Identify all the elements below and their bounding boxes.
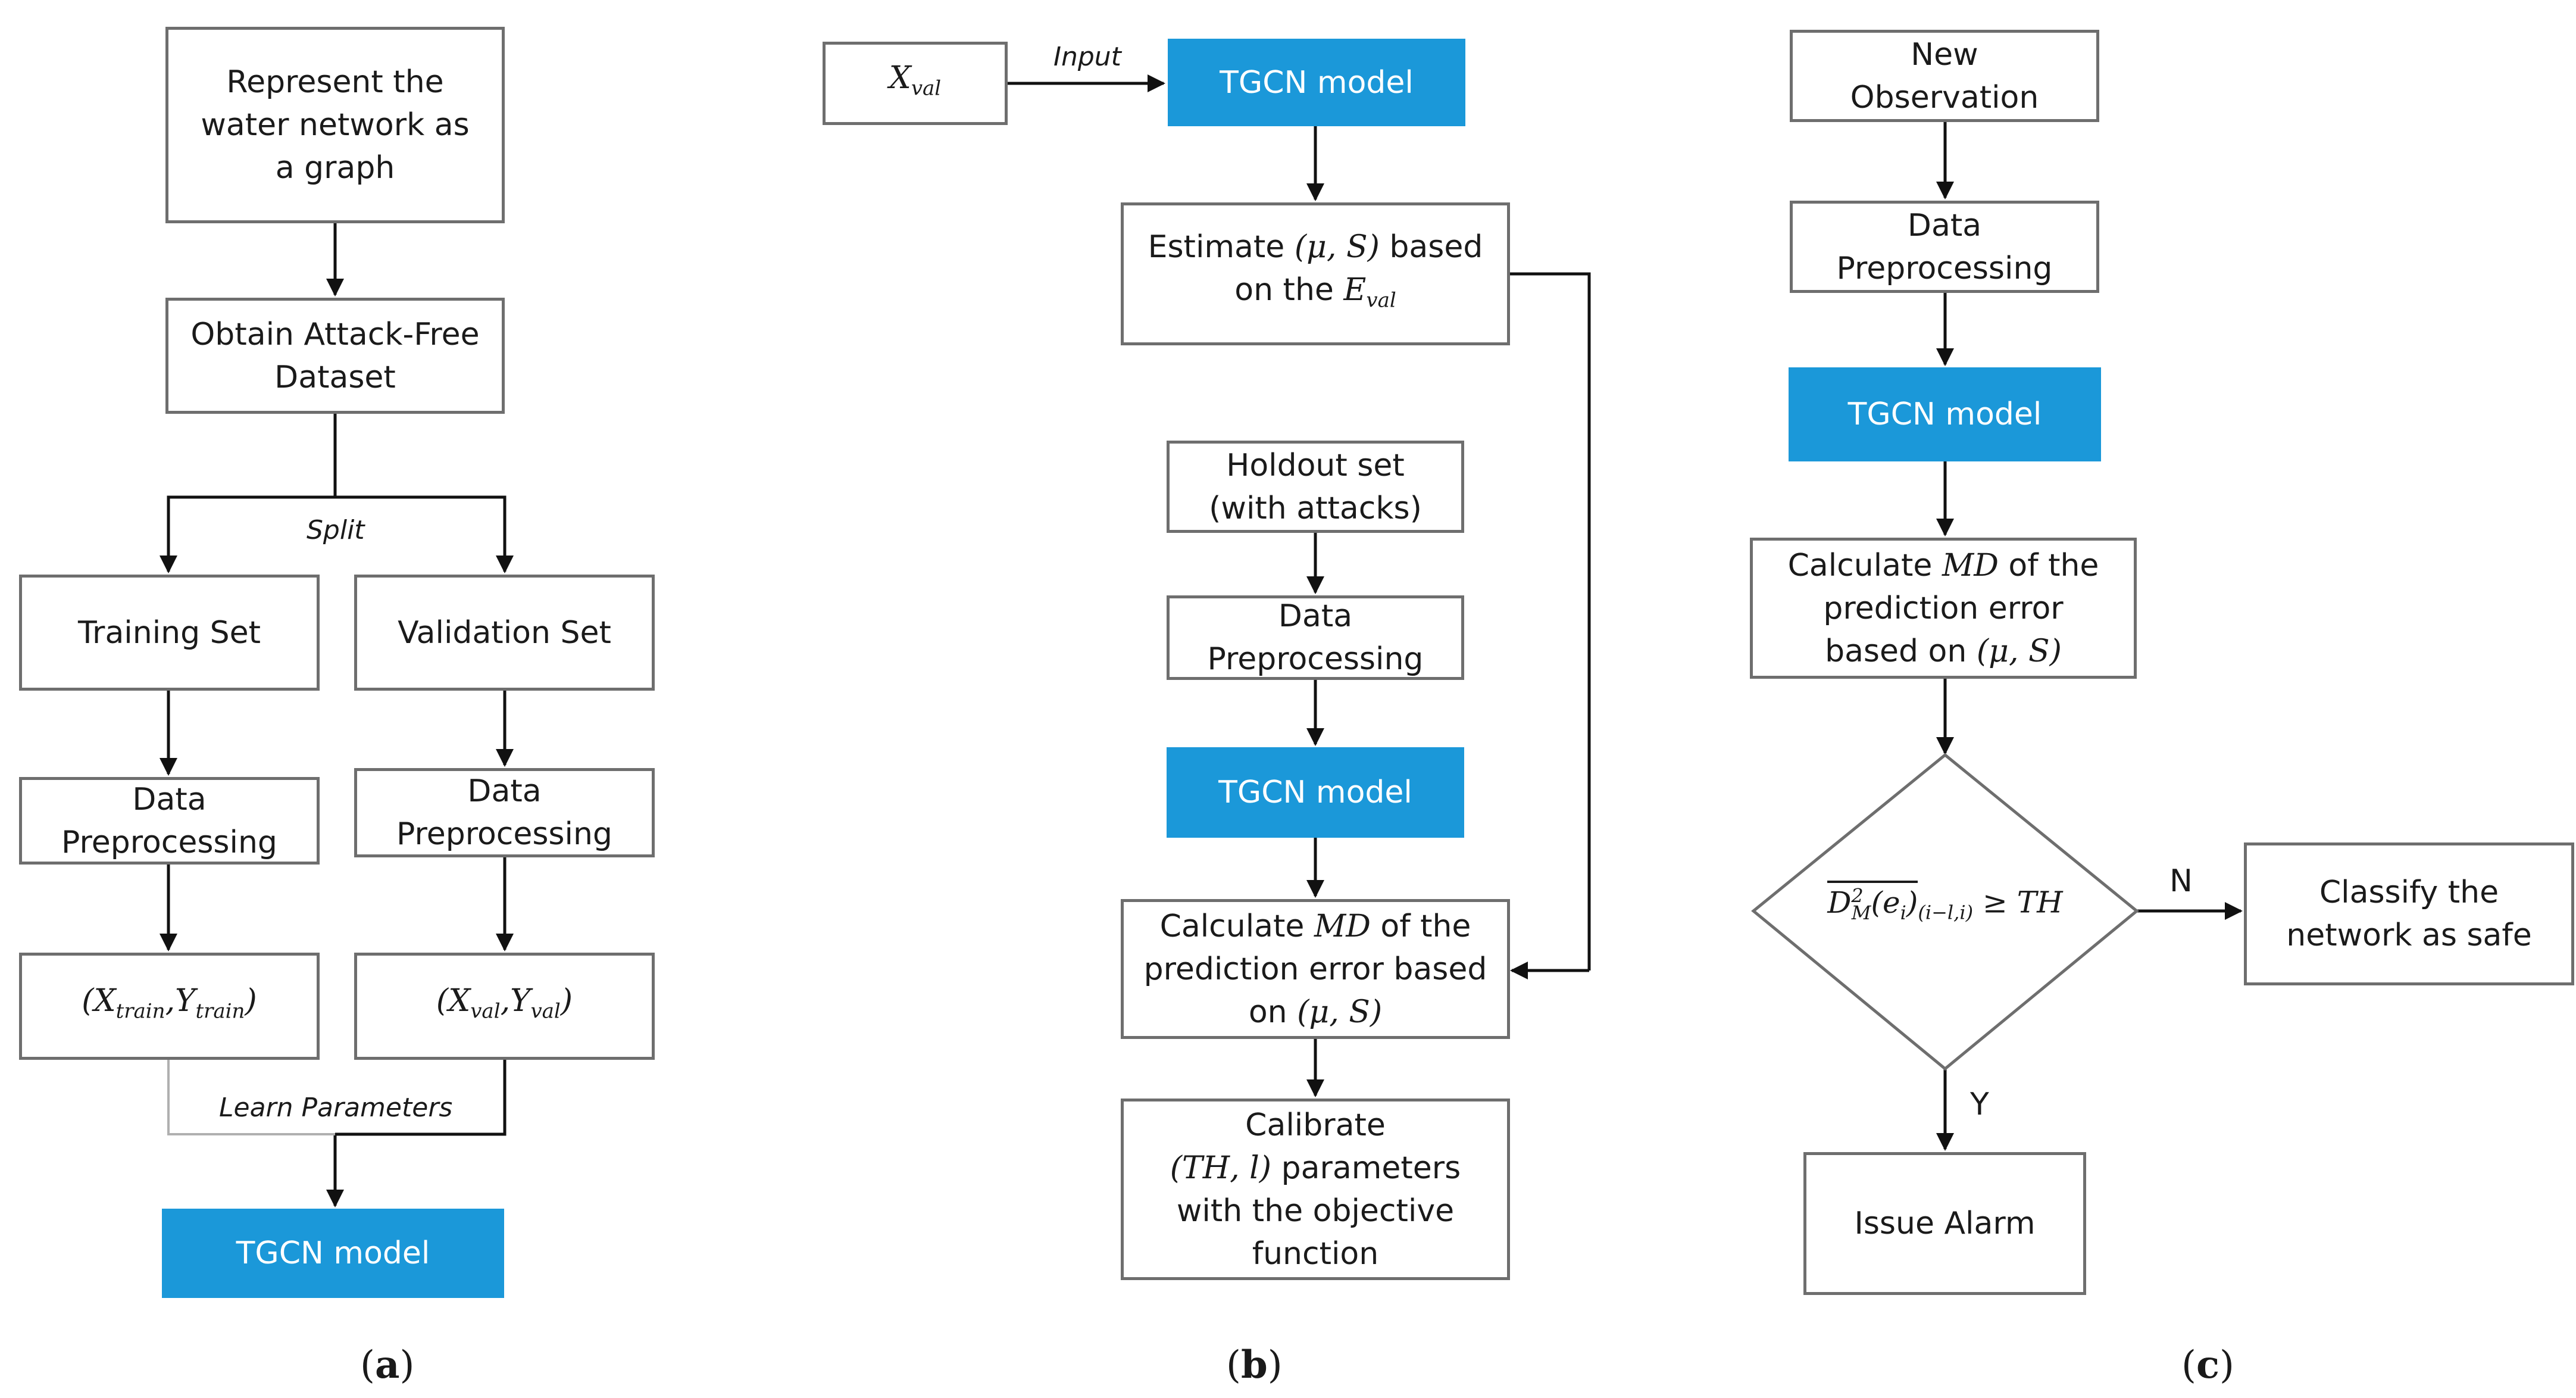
training-set-box: Training Set — [19, 575, 320, 691]
learn-connector-right — [335, 1060, 507, 1136]
no-label: N — [2169, 863, 2193, 899]
input-label: Input — [1053, 42, 1121, 72]
calculate-md-box-b: Calculate MD of the prediction error bas… — [1121, 899, 1510, 1039]
tgcn-model-box-b-top: TGCN model — [1168, 39, 1465, 126]
calibrate-box: Calibrate (TH, l) parameters with the ob… — [1121, 1099, 1510, 1280]
connector-estimate-to-calc — [1510, 272, 1591, 971]
caption-a: (a) — [360, 1343, 415, 1387]
estimate-box: Estimate (μ, S) based on the Eval — [1121, 202, 1510, 345]
issue-alarm-box: Issue Alarm — [1803, 1152, 2086, 1295]
decision-diamond — [1751, 753, 2139, 1071]
xval-formula: Xval — [889, 60, 942, 101]
learn-connector-left — [167, 1060, 335, 1135]
val-data-formula: (Xval,Yval) — [436, 983, 573, 1023]
tgcn-model-box-c: TGCN model — [1789, 367, 2101, 461]
train-data-box: (Xtrain,Ytrain) — [19, 953, 320, 1060]
split-connector — [160, 414, 337, 573]
val-data-box: (Xval,Yval) — [354, 953, 655, 1060]
tgcn-model-box-b-mid: TGCN model — [1167, 747, 1464, 838]
validation-set-box: Validation Set — [354, 575, 655, 691]
yes-label: Y — [1970, 1087, 1989, 1122]
train-data-formula: (Xtrain,Ytrain) — [82, 983, 257, 1023]
holdout-box: Holdout set(with attacks) — [1167, 441, 1464, 533]
split-label: Split — [307, 515, 365, 545]
caption-c: (c) — [2181, 1343, 2234, 1387]
caption-b: (b) — [1226, 1343, 1283, 1387]
xval-box: Xval — [823, 42, 1008, 125]
calculate-md-box-c: Calculate MD of the prediction error bas… — [1750, 538, 2137, 679]
learn-parameters-label: Learn Parameters — [219, 1093, 453, 1123]
decision-condition: D2M(ei)(i−l,i) ≥ TH — [1753, 880, 2137, 924]
tgcn-model-box-a: TGCN model — [162, 1209, 504, 1298]
